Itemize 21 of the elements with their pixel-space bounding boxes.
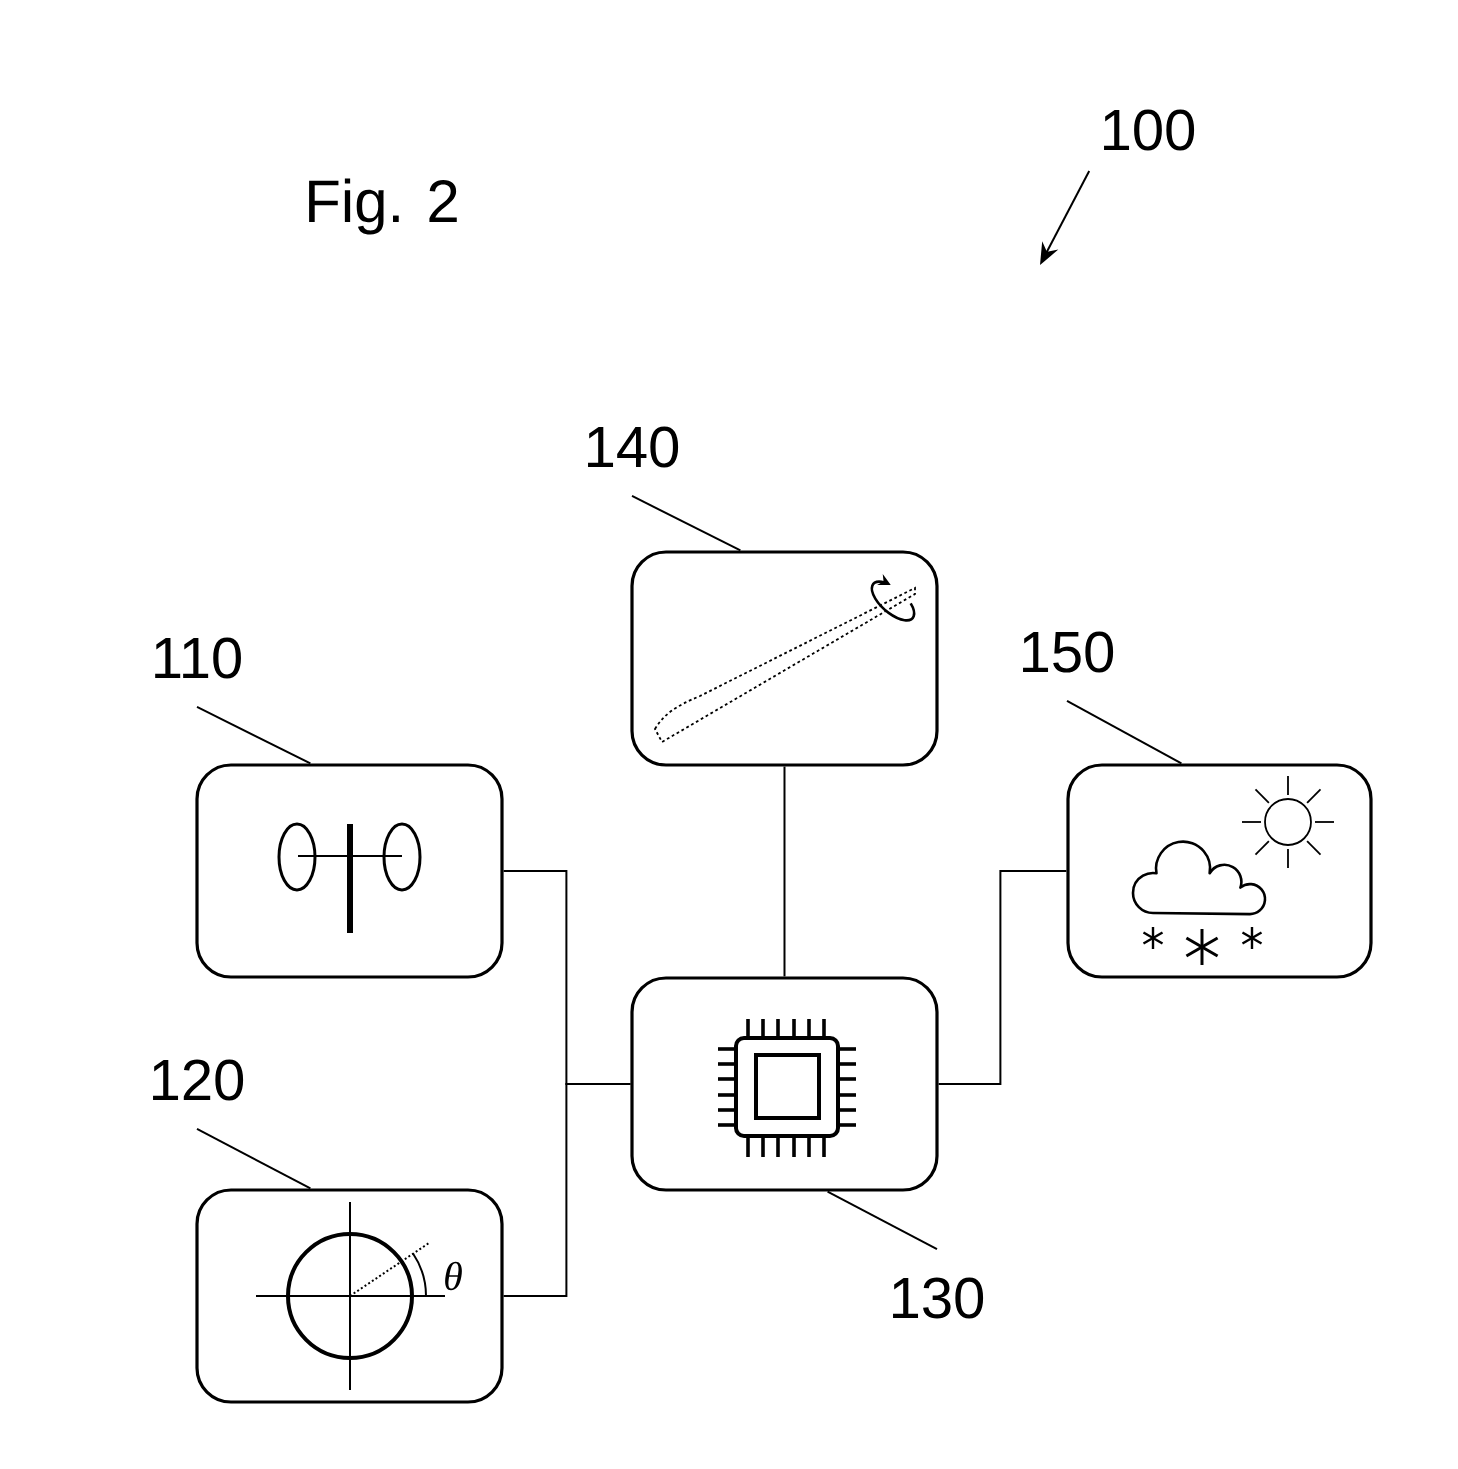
figure-title: Fig. 2 (309, 178, 457, 235)
reference-numeral: 110 (155, 637, 241, 679)
reference-numeral: 140 (588, 426, 679, 468)
connector-line (783, 765, 786, 978)
leader-line (631, 494, 742, 552)
connector-line (502, 1083, 632, 1297)
leader-line (196, 1127, 312, 1190)
leader-line (826, 1190, 938, 1251)
rounded-box (630, 976, 939, 1192)
rounded-box (195, 1188, 504, 1404)
reference-numeral: 100 (1104, 109, 1195, 151)
rounded-box (1066, 763, 1373, 979)
leader-line (1066, 699, 1183, 765)
rounded-box (195, 763, 504, 979)
rounded-box (630, 550, 939, 767)
reference-numeral: 120 (153, 1059, 244, 1101)
connector-line (937, 870, 1068, 1085)
reference-numeral: 150 (1023, 631, 1114, 673)
angle-symbol: θ (445, 1261, 462, 1291)
reference-numeral: 130 (893, 1277, 984, 1319)
leader-line (196, 705, 312, 765)
